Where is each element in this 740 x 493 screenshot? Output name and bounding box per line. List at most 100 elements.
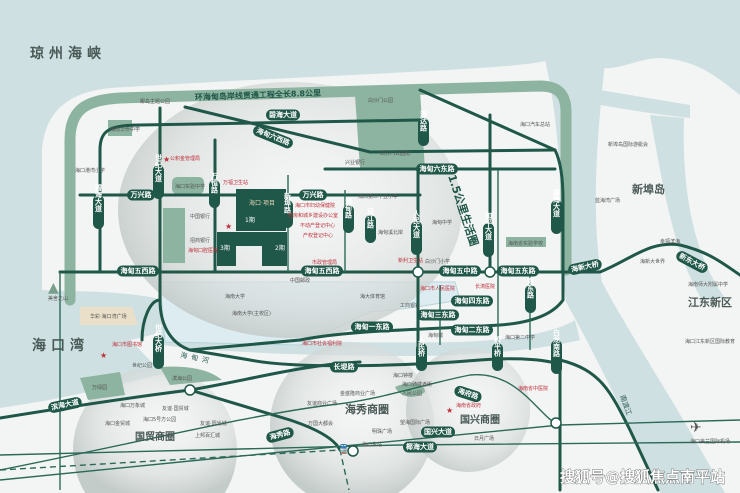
poi: 海口市妇幼保健院 (295, 202, 335, 209)
svg-text:和平大道: 和平大道 (485, 211, 494, 241)
poi: 海口港湾小学 (75, 167, 105, 174)
road-label: 人民桥 (416, 335, 427, 371)
road-label: 海甸一东路 (351, 321, 393, 333)
poi: 海口实验中学 (175, 183, 205, 190)
svg-text:海甸五西路: 海甸五西路 (121, 266, 157, 275)
svg-text:海东路: 海东路 (526, 277, 535, 300)
poi: 白沙门公园 (368, 97, 393, 104)
interchange (412, 266, 424, 278)
poi: 友谊商业广场 (307, 400, 337, 407)
poi: 海南省政府 (456, 402, 481, 409)
poi: 明珠广场 (372, 428, 392, 435)
svg-text:海甸五中路: 海甸五中路 (443, 266, 479, 275)
road-label: 和平大道 (483, 211, 494, 257)
jiangdong-label: 江东新区 (688, 295, 732, 309)
poi: 海口市社会福利院 (302, 340, 342, 347)
svg-text:万兴路: 万兴路 (302, 190, 325, 199)
poi: 海南省实验学校 (508, 240, 543, 247)
svg-text:碧海大道: 碧海大道 (95, 183, 104, 213)
poi: 海口第二十五小学 (358, 193, 398, 200)
phase-2-label: 2期 (275, 244, 285, 252)
poi: 海口美兰国际机场 (690, 438, 730, 445)
road-label: 沿江路 (365, 207, 376, 243)
svg-text:白龙南路: 白龙南路 (552, 328, 561, 358)
star-icon: ★ (100, 351, 107, 360)
svg-text:海甸一东路: 海甸一东路 (355, 322, 391, 331)
poi: 万绿园 (92, 384, 107, 391)
poi: 望海国际广场 (400, 419, 430, 426)
poi: 公积金管理局 (170, 155, 200, 162)
poi: 日月广场 (474, 435, 494, 442)
park-binhai (160, 366, 222, 385)
road-label: 万恒路 (209, 173, 220, 208)
svg-text:国兴大道: 国兴大道 (424, 427, 452, 436)
road-label: 万兴路 (127, 189, 155, 201)
poi: 海口江东新区国际教育 (685, 338, 735, 345)
road-label: 万兴路 (299, 189, 327, 201)
poi: 产权登记中心 (303, 232, 333, 239)
poi: 幸福滨海 (660, 238, 680, 245)
road-label: 长堤路 (330, 361, 358, 373)
svg-text:海甸路: 海甸路 (344, 197, 353, 220)
poi: 白沙门公园南 (380, 150, 410, 157)
svg-text:沿江路: 沿江路 (366, 207, 375, 230)
svg-text:世纪大道: 世纪大道 (155, 153, 163, 183)
poi: 白沙门小学 (425, 258, 450, 265)
poi-layer: 椰岛主题公园 海南华侨中学 海口港湾小学 海口实验中学 万福卫生站 公积金管理局… (48, 97, 735, 448)
poi: 海口东站 (362, 441, 382, 448)
road-label: 海甸五中路 (439, 265, 481, 277)
road-label: 海甸五西路 (117, 265, 159, 277)
mountain-icon: ▲ (48, 280, 59, 296)
strait-label: 琼州海峡 (30, 45, 106, 62)
poi: 友谊·阳光城 (200, 420, 227, 427)
svg-text:海甸四东路: 海甸四东路 (455, 296, 491, 305)
svg-text:碧海大道: 碧海大道 (553, 188, 562, 218)
poi: 椰岛主题公园 (140, 98, 170, 105)
interchange (550, 417, 562, 429)
poi: 海口钟楼 (393, 372, 413, 379)
road-label: 海甸三东路 (417, 309, 459, 321)
interchange (484, 266, 496, 278)
svg-text:万兴路: 万兴路 (130, 190, 153, 199)
project-logo: 海口·项目 (249, 199, 275, 207)
svg-text:新埠路: 新埠路 (283, 192, 292, 215)
guoxing-label: 国兴商圈 (460, 413, 500, 426)
watermark: 搜狐号@搜狐焦点南平站 (560, 468, 725, 486)
phase-3-label: 3期 (220, 244, 230, 252)
park (506, 237, 546, 247)
river-nandu (545, 60, 725, 493)
poi: 海南师大附属中学 (688, 281, 728, 288)
river-haidian (160, 320, 580, 356)
poi: 中国银行 (190, 213, 210, 220)
poi: 市政管理局 (312, 259, 337, 266)
poi: 海口金贸城 (105, 420, 130, 427)
road-label: 海甸二东路 (451, 324, 493, 336)
road-label: 碧海大道 (551, 188, 562, 234)
poi: 新埠岛国际游艇会 (608, 141, 648, 148)
poi: 滨海公园 (172, 375, 192, 382)
road-label: 海东路 (525, 277, 536, 313)
sea-strait (0, 0, 740, 343)
road-label: 人民大道 (411, 209, 422, 255)
star-icon: ★ (163, 155, 170, 164)
river-channel (650, 115, 725, 300)
poi: 海口5号方公园 (143, 416, 176, 423)
poi: 海甸中学 (432, 219, 452, 226)
interchange (184, 384, 196, 396)
svg-text:世纪大桥: 世纪大桥 (154, 323, 163, 353)
poi: 长涛医院 (475, 283, 495, 290)
svg-text:海甸五西路: 海甸五西路 (305, 266, 341, 275)
svg-text:海达路: 海达路 (419, 110, 428, 133)
park-wanlvyuan (80, 372, 125, 400)
poi: 金盛隆商业广场 (340, 390, 375, 397)
road-label: 椰海大道 (403, 441, 437, 453)
interchange (347, 445, 359, 457)
svg-text:长堤路: 长堤路 (334, 362, 356, 371)
haixiu-sphere (269, 342, 434, 493)
poi: 兴业银行 (345, 159, 365, 166)
road-label: 海秀路 (266, 427, 294, 443)
poi: 海南省中医院 (518, 385, 548, 392)
road-label: 海达路 (418, 110, 429, 146)
poi: 海口万象城 (120, 402, 145, 409)
svg-text:人民桥: 人民桥 (417, 335, 426, 358)
